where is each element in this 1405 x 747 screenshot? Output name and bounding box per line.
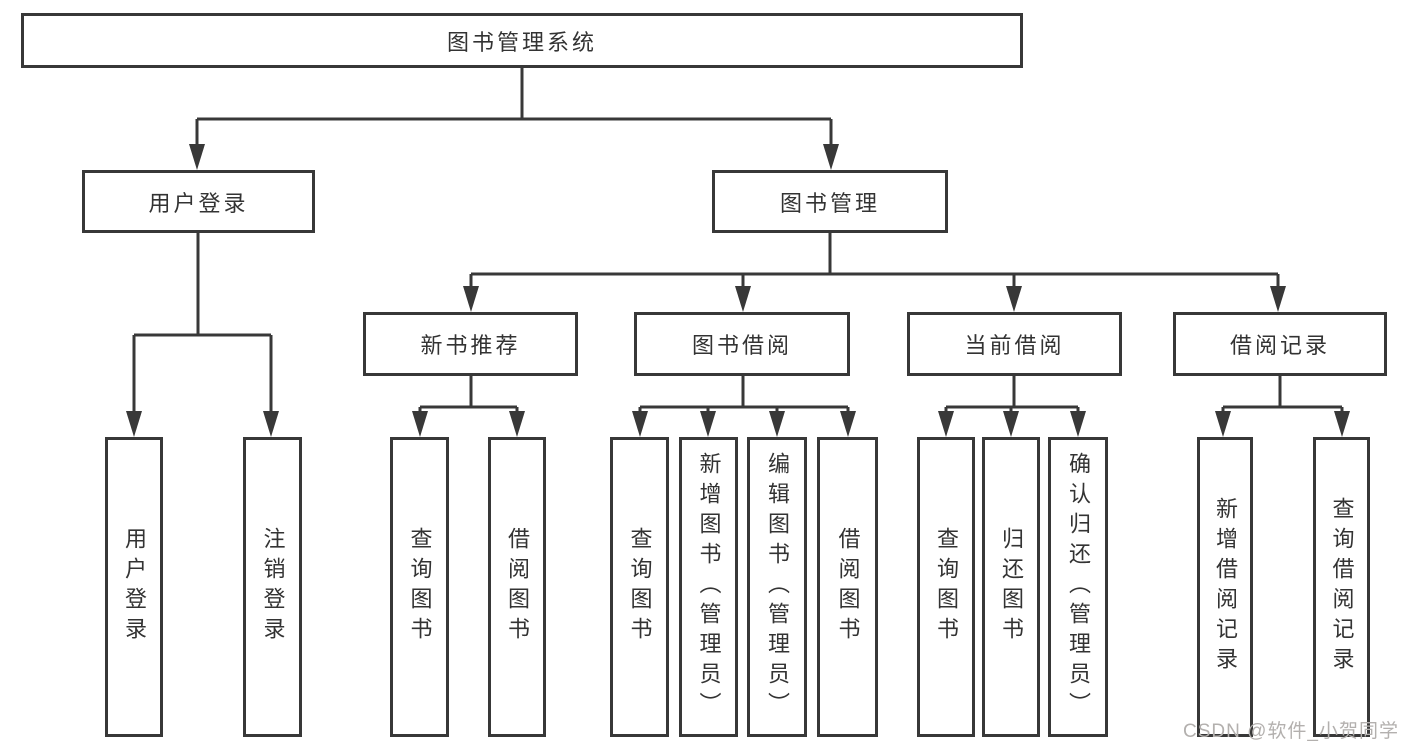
connector-new-book-children [418,376,519,416]
node-borrow-records-label: 借阅记录 [1229,333,1330,358]
leaf-records-query-label: 查询借阅记录 [1329,497,1355,677]
leaf-borrow-add-admin-label: 新增图书（管理员） [696,452,722,722]
leaf-borrow-query: 查询图书 [610,437,669,737]
node-book-borrow-label: 图书借阅 [691,333,792,358]
node-new-book-rec: 新书推荐 [363,312,578,376]
node-book-mgmt-label: 图书管理 [779,190,880,216]
connector-records-children [1221,376,1344,416]
node-new-book-rec-label: 新书推荐 [420,333,521,358]
leaf-user-login-label: 用户登录 [122,527,147,647]
leaf-records-add: 新增借阅记录 [1197,437,1253,737]
leaf-current-confirm-admin: 确认归还（管理员） [1048,437,1108,737]
connector-current-children [944,376,1080,416]
node-borrow-records: 借阅记录 [1173,312,1387,376]
connector-user-login-children [132,233,273,416]
node-user-login-label: 用户登录 [148,190,249,216]
node-current-borrow: 当前借阅 [907,312,1122,376]
leaf-logout-label: 注销登录 [260,527,286,647]
leaf-logout: 注销登录 [243,437,302,737]
leaf-user-login: 用户登录 [105,437,163,737]
watermark: CSDN @软件_小贺同学 [1183,721,1399,742]
leaf-borrow-edit-admin-label: 编辑图书（管理员） [765,452,790,722]
node-user-login: 用户登录 [82,170,315,233]
node-book-borrow: 图书借阅 [634,312,850,376]
node-root: 图书管理系统 [21,13,1023,68]
node-root-label: 图书管理系统 [446,29,597,55]
leaf-current-query: 查询图书 [917,437,975,737]
connector-book-mgmt-children [469,233,1280,291]
connector-root-to-level2 [195,68,833,149]
leaf-records-query: 查询借阅记录 [1313,437,1370,737]
leaf-borrow-query-label: 查询图书 [627,527,653,647]
leaf-newbook-borrow-label: 借阅图书 [505,527,530,647]
leaf-borrow-add-admin: 新增图书（管理员） [679,437,738,737]
leaf-current-confirm-admin-label: 确认归还（管理员） [1066,452,1091,722]
connector-borrow-children [638,376,850,416]
leaf-current-query-label: 查询图书 [934,527,959,647]
leaf-current-return-label: 归还图书 [999,527,1024,647]
leaf-newbook-query-label: 查询图书 [407,527,433,647]
leaf-borrow-edit-admin: 编辑图书（管理员） [747,437,807,737]
leaf-newbook-query: 查询图书 [390,437,449,737]
leaf-records-add-label: 新增借阅记录 [1213,497,1238,677]
node-book-mgmt: 图书管理 [712,170,948,233]
node-current-borrow-label: 当前借阅 [964,333,1065,358]
leaf-borrow-book: 借阅图书 [817,437,878,737]
leaf-borrow-book-label: 借阅图书 [835,527,861,647]
leaf-newbook-borrow: 借阅图书 [488,437,546,737]
leaf-current-return: 归还图书 [982,437,1040,737]
